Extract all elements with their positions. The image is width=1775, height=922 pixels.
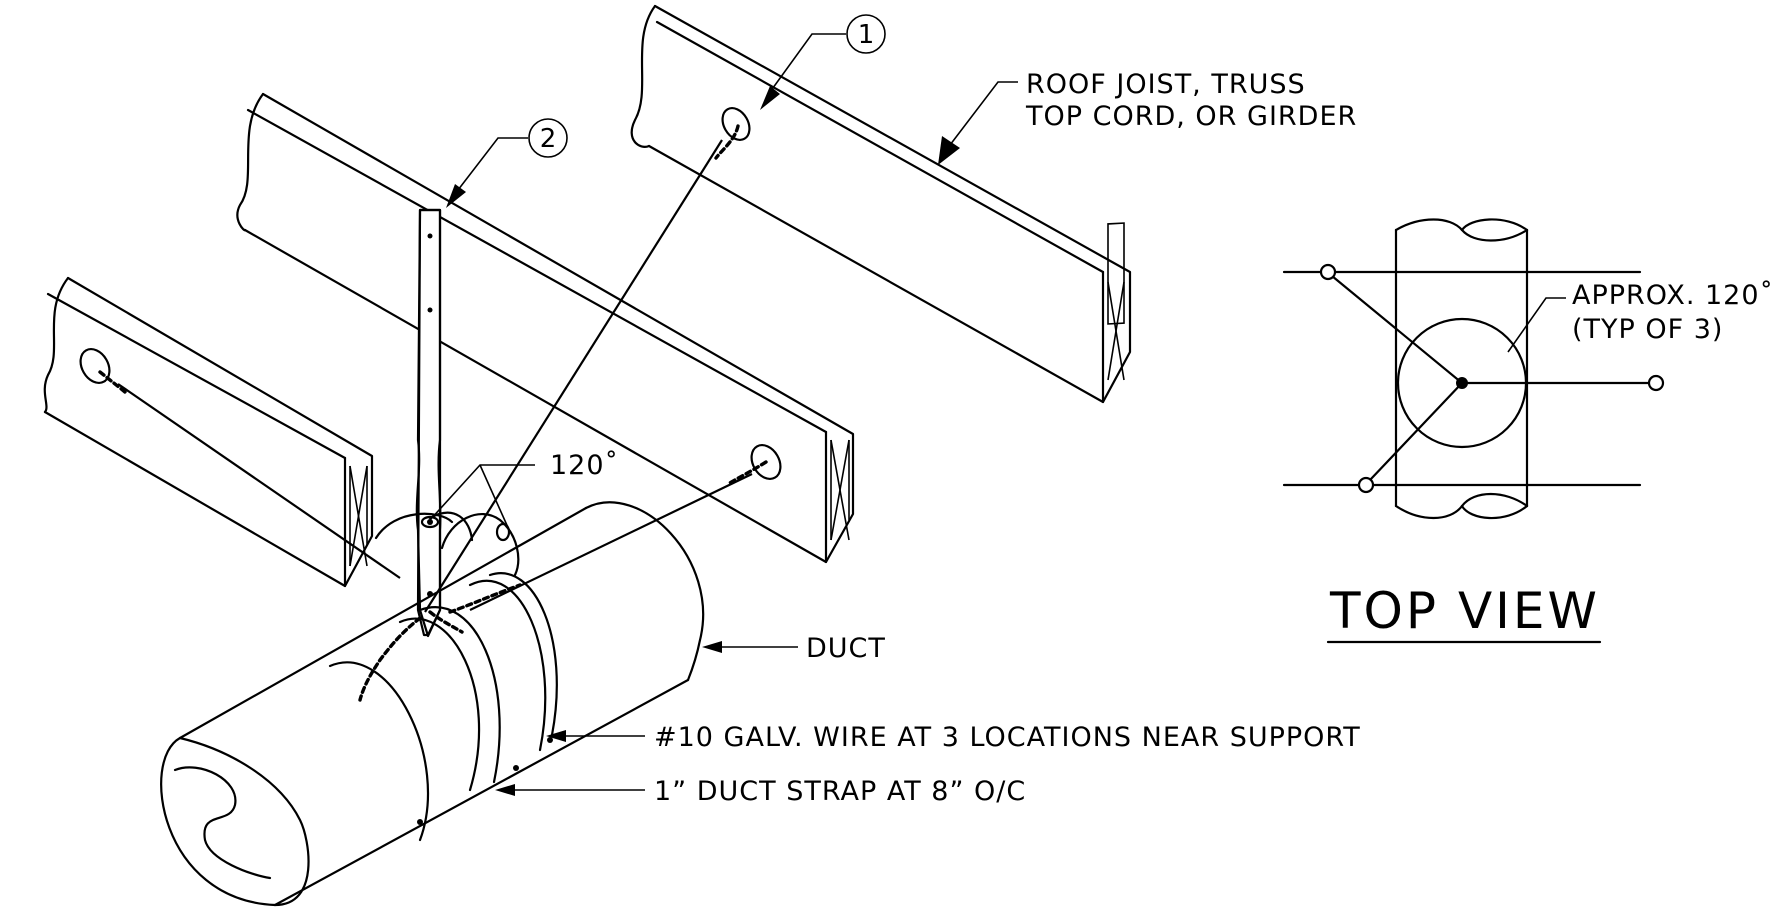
callout-1-number: 1 [858,20,875,50]
front-joist-wire-hole [79,348,111,384]
callout-1: 1 [760,14,886,110]
hanger-strap [415,208,442,638]
callout-2-number: 2 [540,124,557,154]
callout-2: 2 [446,118,568,208]
galv-wire-label: #10 GALV. WIRE AT 3 LOCATIONS NEAR SUPPO… [546,722,1361,753]
roof-joist-label: ROOF JOIST, TRUSS TOP CORD, OR GIRDER [938,69,1357,165]
back-joist-wire-hole [721,107,751,141]
angle-120-label: 120˚ [550,450,619,481]
approx-120-label-line1: APPROX. 120˚ [1572,280,1774,311]
back-roof-joist [630,4,1132,404]
roof-joist-label-line2: TOP CORD, OR GIRDER [1025,101,1357,132]
middle-roof-joist [236,92,855,564]
top-view-title-group: TOP VIEW [1326,582,1602,644]
top-view-diagram [1282,218,1665,520]
galv-wire-label-text: #10 GALV. WIRE AT 3 LOCATIONS NEAR SUPPO… [654,722,1361,753]
roof-joist-label-line1: ROOF JOIST, TRUSS [1026,69,1306,100]
galv-wires [98,124,768,702]
top-view-title: TOP VIEW [1329,582,1600,640]
round-duct [160,501,705,907]
approx-120-label-line2: (TYP OF 3) [1572,314,1723,345]
front-roof-joist [43,276,374,588]
duct-strap-label-text: 1” DUCT STRAP AT 8” O/C [654,776,1026,807]
duct-label: DUCT [702,633,886,664]
angle-arcs [374,464,535,577]
duct-label-text: DUCT [806,633,886,664]
duct-strap-label: 1” DUCT STRAP AT 8” O/C [495,776,1026,807]
